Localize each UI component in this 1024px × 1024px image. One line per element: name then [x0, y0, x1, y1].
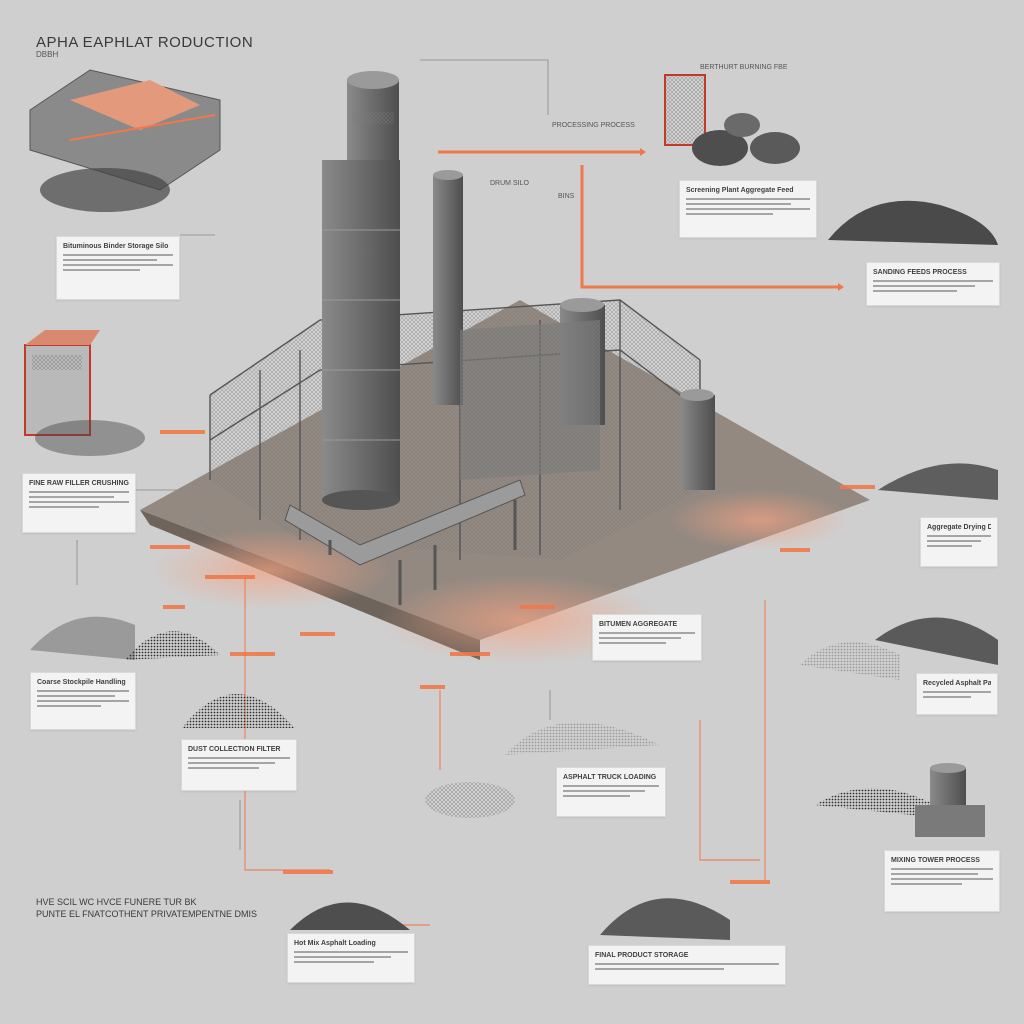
info-card: Aggregate Drying Drum	[920, 517, 998, 567]
info-card-heading: Recycled Asphalt Pavement	[923, 680, 991, 687]
info-card-heading: Coarse Stockpile Handling	[37, 679, 126, 686]
info-card-heading: MIXING TOWER PROCESS	[891, 857, 980, 864]
bottom-caption-line-1: HVE SCIL WC HVCE FUNERE TUR BK	[36, 897, 197, 907]
info-card: SANDING FEEDS PROCESS	[866, 262, 1000, 306]
info-card: Bituminous Binder Storage Silo	[56, 236, 180, 300]
info-card: Hot Mix Asphalt Loading	[287, 933, 415, 983]
info-card-heading: Hot Mix Asphalt Loading	[294, 940, 376, 947]
filler-silo	[680, 395, 715, 490]
info-card-heading: Bituminous Binder Storage Silo	[63, 243, 169, 250]
info-card: Screening Plant Aggregate Feed	[679, 180, 817, 238]
info-card-heading: BITUMEN AGGREGATE	[599, 621, 678, 628]
feeder-hopper	[29, 69, 221, 212]
storage-tank	[915, 763, 985, 837]
info-card: ASPHALT TRUCK LOADING	[556, 767, 666, 817]
bottom-caption: HVE SCIL WC HVCE FUNERE TUR BK PUNTE EL …	[36, 896, 257, 920]
info-card: Recycled Asphalt Pavement	[916, 673, 998, 715]
info-card-heading: FINAL PRODUCT STORAGE	[595, 952, 689, 959]
conveyor-belt	[284, 479, 526, 566]
main-silo-lower	[322, 160, 400, 500]
label-top-1: BERTHURT BURNING FBE	[700, 64, 788, 71]
info-card: FINE RAW FILLER CRUSHING	[22, 473, 136, 533]
crusher-machine	[24, 330, 145, 456]
exhaust-chimney	[433, 175, 463, 405]
info-card-heading: DUST COLLECTION FILTER	[188, 746, 281, 753]
page-title: APHA EAPHLAT RODUCTION	[36, 34, 254, 51]
page-subtitle: DBBH	[36, 50, 59, 59]
label-top-3: DRUM SILO	[490, 180, 529, 187]
info-card: BITUMEN AGGREGATE	[592, 614, 702, 661]
info-card: MIXING TOWER PROCESS	[884, 850, 1000, 912]
screening-plant	[664, 74, 800, 166]
info-card-heading: FINE RAW FILLER CRUSHING	[29, 480, 129, 487]
info-card-heading: ASPHALT TRUCK LOADING	[563, 774, 657, 781]
aggregate-piles	[30, 200, 998, 940]
info-card: DUST COLLECTION FILTER	[181, 739, 297, 791]
info-card-heading: Aggregate Drying Drum	[927, 524, 991, 531]
info-card: Coarse Stockpile Handling	[30, 672, 136, 730]
bottom-caption-line-2: PUNTE EL FNATCOTHENT PRIVATEMPENTNE DMIS	[36, 909, 258, 919]
info-card-heading: Screening Plant Aggregate Feed	[686, 187, 794, 194]
label-top-4: BINS	[558, 193, 575, 200]
info-card-heading: SANDING FEEDS PROCESS	[873, 269, 967, 276]
info-card: FINAL PRODUCT STORAGE	[588, 945, 786, 985]
label-top-2: PROCESSING PROCESS	[552, 122, 635, 129]
